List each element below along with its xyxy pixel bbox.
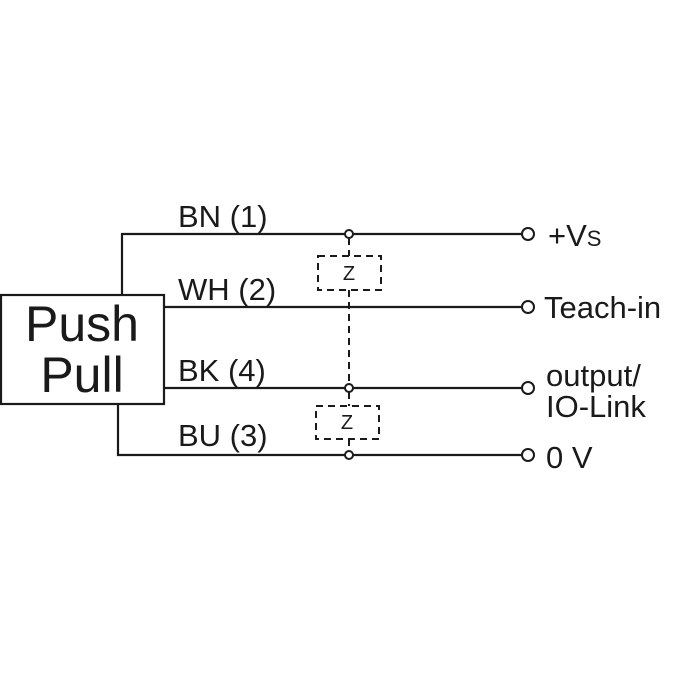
load-z-lower-label: Z: [341, 412, 353, 434]
block-label-line2: Pull: [40, 347, 123, 403]
optional-load-connection: Z Z: [315, 229, 382, 460]
wire-wh: WH (2) Teach-in: [164, 272, 661, 325]
block-label-line1: Push: [25, 296, 139, 352]
terminal-ground-label: 0 V: [546, 440, 593, 475]
wire-bu-label: BU (3): [178, 418, 268, 453]
load-z-lower: Z: [315, 405, 380, 440]
load-z-upper-label: Z: [343, 263, 355, 285]
terminal-supply-label: +VS: [548, 218, 601, 253]
wire-bn-label: BN (1): [178, 199, 268, 234]
terminal-teach-in-label: Teach-in: [544, 290, 661, 325]
junction-node: [344, 450, 354, 460]
terminal-output-label-line2: IO-Link: [546, 389, 646, 424]
junction-node: [344, 229, 354, 239]
push-pull-block: Push Pull: [0, 293, 166, 406]
junction-node: [344, 383, 354, 393]
terminal-output-label-line1: output/: [546, 358, 641, 393]
wire-bk-label: BK (4): [178, 353, 266, 388]
wire-bk: BK (4) output/ IO-Link: [164, 353, 646, 424]
load-z-upper: Z: [317, 255, 382, 291]
wire-bu: BU (3) 0 V: [116, 404, 593, 475]
wire-bn: BN (1) +VS: [120, 199, 601, 295]
wire-wh-label: WH (2): [178, 272, 276, 307]
